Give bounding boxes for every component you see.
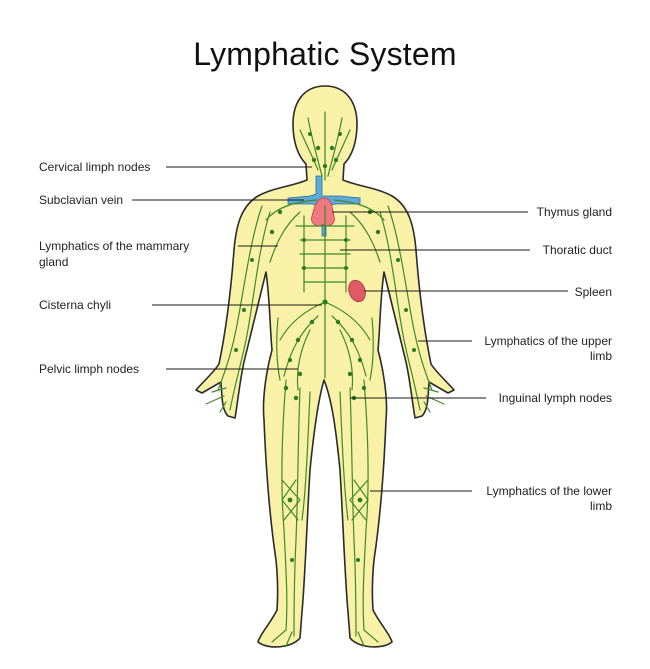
spleen-shape [348, 279, 366, 303]
label-mammary-line-2: gland [39, 255, 69, 269]
lymph-vessels [205, 111, 445, 647]
label-cisterna-chyli: Cisterna chyli [39, 298, 112, 312]
thymus-gland-shape [311, 197, 335, 227]
label-spleen: Spleen [574, 285, 612, 299]
label-thymus-gland: Thymus gland [536, 205, 612, 219]
label-subclavian-vein: Subclavian vein [39, 193, 124, 207]
label-inguinal-lymph-nodes: Inguinal lymph nodes [498, 391, 612, 405]
lymph-nodes [234, 132, 416, 562]
label-lower-limb-line-1: Lymphatics of the lower [486, 484, 612, 498]
label-thoracic-duct: Thoratic duct [542, 243, 612, 257]
leader-lines [132, 166, 568, 492]
label-upper-limb-line-2: limb [589, 349, 612, 363]
label-cervical-lymph-nodes: Cervical limph nodes [39, 160, 151, 174]
label-pelvic-lymph-nodes: Pelvic limph nodes [39, 362, 140, 376]
label-mammary-line-1: Lymphatics of the mammary [39, 239, 190, 253]
label-upper-limb-line-1: Lymphatics of the upper [484, 334, 612, 348]
label-lower-limb-line-2: limb [589, 499, 612, 513]
diagram-title: Lymphatic System [193, 36, 457, 72]
